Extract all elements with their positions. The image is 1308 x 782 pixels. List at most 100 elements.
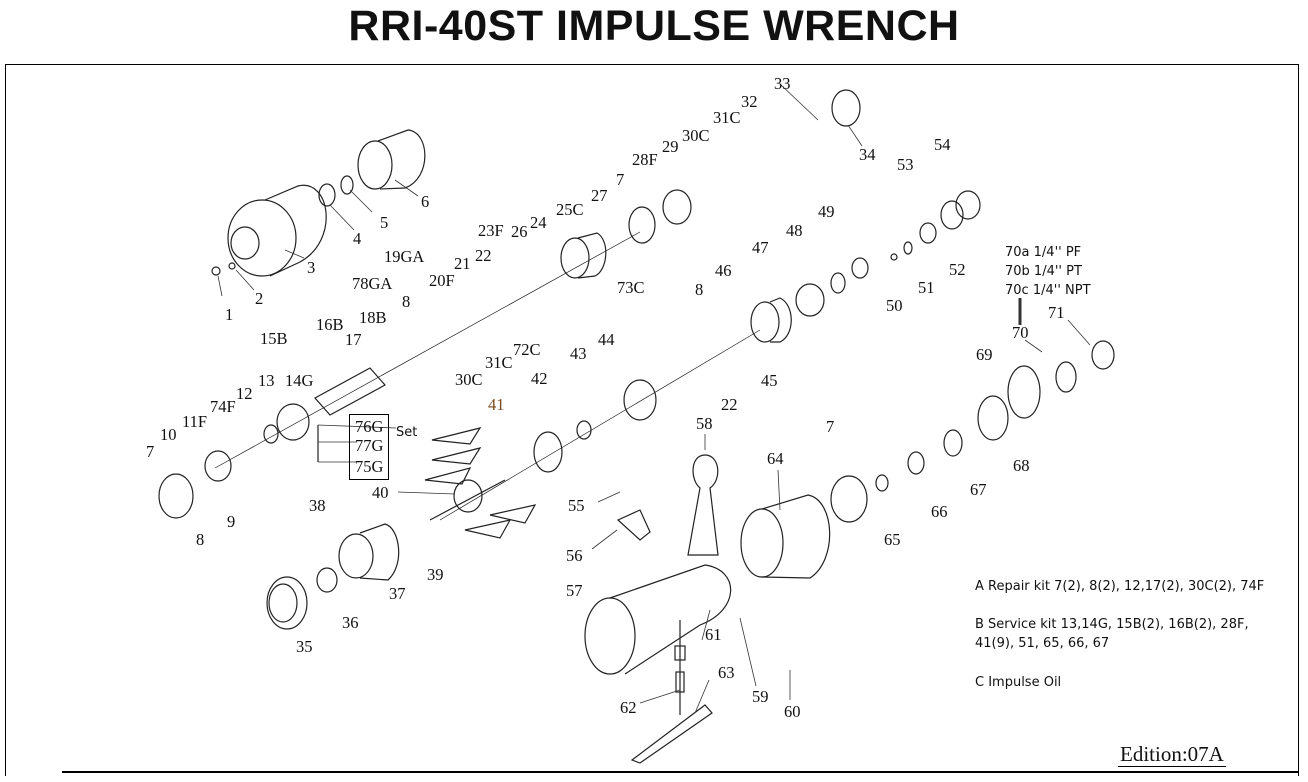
- part-label: 9: [227, 512, 235, 531]
- part-label: 15B: [260, 329, 288, 348]
- part-label: 57: [566, 581, 583, 600]
- part-label: 67: [970, 480, 987, 499]
- part-label: 31C: [713, 108, 741, 127]
- part-label: 34: [859, 145, 876, 164]
- part-label: 7: [826, 417, 834, 436]
- part-label: 58: [696, 414, 713, 433]
- part-label: 49: [818, 202, 835, 221]
- part-label: 42: [531, 369, 548, 388]
- part-label: 19GA: [384, 247, 424, 266]
- part-label: 62: [620, 698, 637, 717]
- part-label: 50: [886, 296, 903, 315]
- set-label: Set: [396, 425, 418, 440]
- part-label: 32: [741, 92, 758, 111]
- inlet-option-70a: 70a 1/4'' PF: [1005, 245, 1082, 260]
- hammer-case-part: [357, 129, 426, 190]
- part-label: 53: [897, 155, 914, 174]
- part-label: 60: [784, 702, 801, 721]
- part-label: 71: [1048, 303, 1065, 322]
- part-label: 1: [225, 305, 233, 324]
- drawing-frame: [5, 64, 1299, 776]
- part-label: 52: [949, 260, 966, 279]
- part-label: 13: [258, 371, 275, 390]
- part-label: 22: [475, 246, 492, 265]
- housing-part: [740, 494, 831, 579]
- part-label: 36: [342, 613, 359, 632]
- part-label: 38: [309, 496, 326, 515]
- part-label: 45: [761, 371, 778, 390]
- part-label: 16B: [316, 315, 344, 334]
- part-label: 33: [774, 74, 791, 93]
- part-label: 35: [296, 637, 313, 656]
- inlet-option-70b: 70b 1/4'' PT: [1005, 264, 1082, 279]
- part-label: 63: [718, 663, 735, 682]
- part-label: 66: [931, 502, 948, 521]
- set-part-77g: 77G: [355, 436, 384, 455]
- part-label: 70: [1012, 323, 1029, 342]
- part-label: 22: [721, 395, 738, 414]
- part-label: 30C: [455, 370, 483, 389]
- front-cover-part: [227, 184, 327, 277]
- impulse-oil-note: C Impulse Oil: [975, 675, 1062, 690]
- part-label: 24: [530, 213, 547, 232]
- frame-bottom-line: [62, 771, 1298, 773]
- part-label: 47: [752, 238, 769, 257]
- part-label: 7: [146, 442, 154, 461]
- part-label: 44: [598, 330, 615, 349]
- part-label: 8: [402, 292, 410, 311]
- part-label: 10: [160, 425, 177, 444]
- part-label: 64: [767, 449, 784, 468]
- leader-lines: [217, 83, 1091, 714]
- part-label: 5: [380, 213, 388, 232]
- edition-label: Edition:07A: [1118, 742, 1226, 767]
- part-label: 54: [934, 135, 951, 154]
- part-label: 73C: [617, 278, 645, 297]
- part-label: 74F: [210, 397, 236, 416]
- part-label: 51: [918, 278, 935, 297]
- set-part-76g: 76G: [355, 417, 384, 436]
- part-label: 26: [511, 222, 528, 241]
- part-label: 4: [353, 229, 361, 248]
- set-part-75g: 75G: [355, 457, 384, 476]
- handle-part: [584, 564, 732, 675]
- part-label: 25C: [556, 200, 584, 219]
- repair-kit-note: A Repair kit 7(2), 8(2), 12,17(2), 30C(2…: [975, 579, 1265, 594]
- part-label: 2: [255, 289, 263, 308]
- part-label: 14G: [285, 371, 314, 390]
- part-label: 69: [976, 345, 993, 364]
- part-label: 68: [1013, 456, 1030, 475]
- part-label-41: 41: [488, 395, 505, 414]
- part-label: 65: [884, 530, 901, 549]
- part-label: 18B: [359, 308, 387, 327]
- part-label: 56: [566, 546, 583, 565]
- part-label: 78GA: [352, 274, 392, 293]
- part-number-labels: 1 2 3 4 5 6 7 7 7 8 8 8 9 10 11F 12 13 1…: [146, 74, 1065, 721]
- set-parts-box: 76G 77G 75G: [349, 414, 389, 480]
- part-drawings: [158, 89, 1115, 764]
- part-label: 21: [454, 254, 471, 273]
- part-label: 8: [196, 530, 204, 549]
- part-label: 55: [568, 496, 585, 515]
- part-label: 17: [345, 330, 362, 349]
- part-label: 59: [752, 687, 769, 706]
- part-label: 39: [427, 565, 444, 584]
- service-kit-note-line2: 41(9), 51, 65, 66, 67: [975, 636, 1110, 651]
- part-label: 31C: [485, 353, 513, 372]
- part-label: 8: [695, 280, 703, 299]
- part-label: 29: [662, 137, 679, 156]
- part-label: 12: [236, 384, 253, 403]
- service-kit-note-line1: B Service kit 13,14G, 15B(2), 16B(2), 28…: [975, 617, 1249, 632]
- part-label: 27: [591, 186, 608, 205]
- part-label: 28F: [632, 150, 658, 169]
- part-label: 23F: [478, 221, 504, 240]
- part-label: 43: [570, 344, 587, 363]
- page-title: RRI-40ST IMPULSE WRENCH: [348, 2, 960, 50]
- part-label: 11F: [182, 412, 207, 431]
- rotor-part: [424, 427, 537, 539]
- part-label: 3: [307, 258, 315, 277]
- part-label: 20F: [429, 271, 455, 290]
- part-label: 6: [421, 192, 429, 211]
- part-label: 48: [786, 221, 803, 240]
- part-label: 46: [715, 261, 732, 280]
